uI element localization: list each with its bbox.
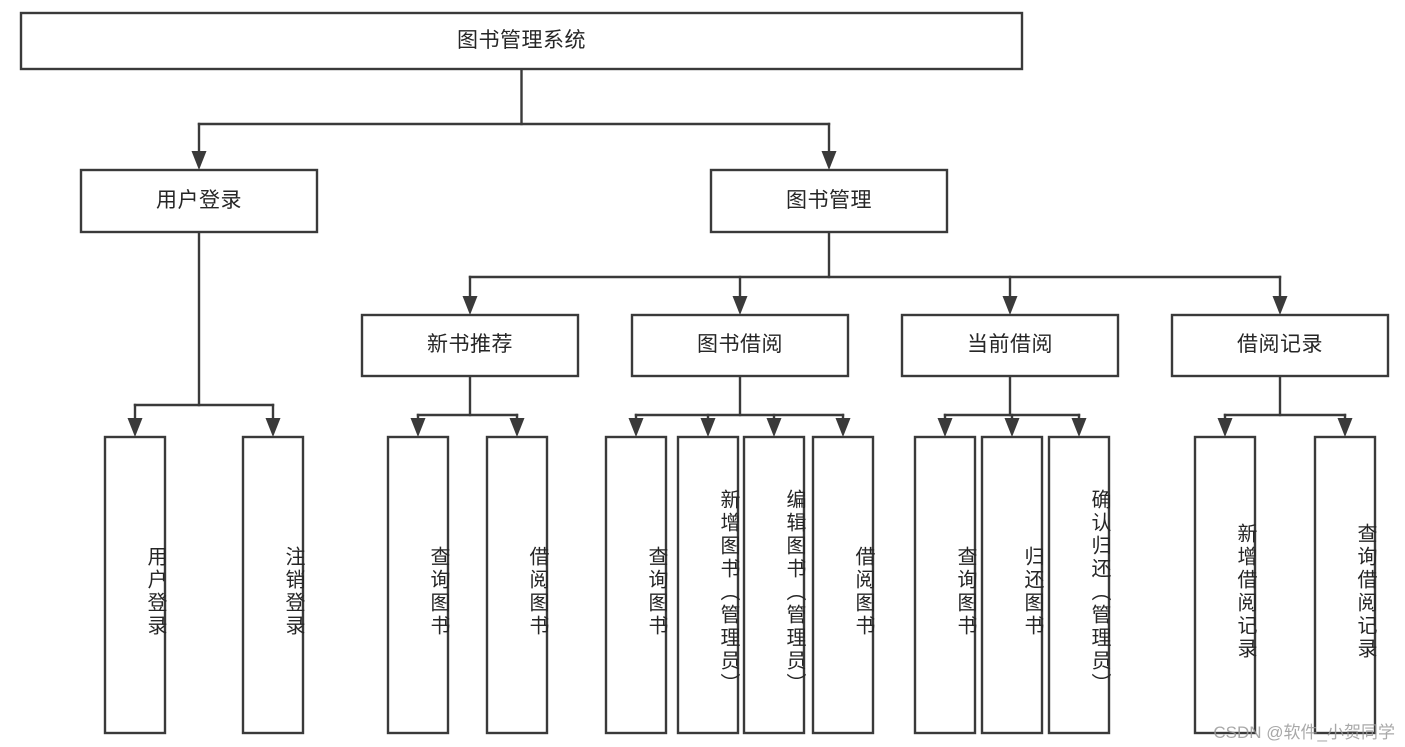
node-box-user-login[interactable] (79, 168, 319, 234)
node-leaf-logout[interactable] (243, 437, 303, 733)
node-box-leaf-query-book-rec[interactable] (386, 435, 450, 735)
node-box-leaf-add-book[interactable] (676, 435, 740, 735)
arrow-new-book-recommend-to-leaf-query-book-rec (410, 418, 426, 437)
node-leaf-borrow-book[interactable] (813, 437, 873, 733)
arrow-current-borrow-to-leaf-confirm-return (1071, 418, 1087, 437)
node-box-leaf-logout[interactable] (241, 435, 305, 735)
node-leaf-edit-book[interactable] (744, 437, 804, 733)
node-new-book-recommend[interactable] (362, 315, 578, 376)
node-leaf-query-book-borrow[interactable] (606, 437, 666, 733)
edges-layer (127, 67, 1353, 437)
arrow-new-book-recommend-to-leaf-borrow-book-rec (509, 418, 525, 437)
arrow-root-to-book-manage (821, 151, 837, 170)
node-box-leaf-query-book-borrow[interactable] (604, 435, 668, 735)
node-leaf-return-book[interactable] (982, 437, 1042, 733)
node-box-leaf-user-login[interactable] (103, 435, 167, 735)
node-leaf-add-record[interactable] (1195, 437, 1255, 733)
node-user-login[interactable] (81, 170, 317, 232)
node-box-leaf-add-record[interactable] (1193, 435, 1257, 735)
arrow-borrow-record-to-leaf-add-record (1217, 418, 1233, 437)
node-current-borrow[interactable] (902, 315, 1118, 376)
arrow-book-borrow-to-leaf-borrow-book (835, 418, 851, 437)
arrow-book-manage-to-current-borrow (1002, 296, 1018, 315)
arrow-book-borrow-to-leaf-add-book (700, 418, 716, 437)
arrow-root-to-user-login (191, 151, 207, 170)
node-box-leaf-borrow-book-rec[interactable] (485, 435, 549, 735)
arrow-user-login-to-leaf-user-login (127, 418, 143, 437)
node-box-current-borrow[interactable] (900, 313, 1120, 378)
node-box-book-borrow[interactable] (630, 313, 850, 378)
arrow-current-borrow-to-leaf-query-book-current (937, 418, 953, 437)
node-leaf-add-book[interactable] (678, 437, 738, 733)
arrow-book-manage-to-book-borrow (732, 296, 748, 315)
arrow-book-borrow-to-leaf-edit-book (766, 418, 782, 437)
node-root[interactable] (21, 13, 1022, 69)
node-leaf-query-book-current[interactable] (915, 437, 975, 733)
node-box-book-manage[interactable] (709, 168, 949, 234)
arrow-book-manage-to-new-book-recommend (462, 296, 478, 315)
node-box-leaf-query-record[interactable] (1313, 435, 1377, 735)
node-box-leaf-borrow-book[interactable] (811, 435, 875, 735)
arrow-user-login-to-leaf-logout (265, 418, 281, 437)
node-borrow-record[interactable] (1172, 315, 1388, 376)
node-leaf-query-book-rec[interactable] (388, 437, 448, 733)
node-box-leaf-edit-book[interactable] (742, 435, 806, 735)
node-leaf-borrow-book-rec[interactable] (487, 437, 547, 733)
node-box-leaf-confirm-return[interactable] (1047, 435, 1111, 735)
node-box-borrow-record[interactable] (1170, 313, 1390, 378)
arrow-borrow-record-to-leaf-query-record (1337, 418, 1353, 437)
node-book-borrow[interactable] (632, 315, 848, 376)
node-box-root[interactable] (19, 11, 1024, 71)
node-box-leaf-return-book[interactable] (980, 435, 1044, 735)
node-leaf-user-login[interactable] (105, 437, 165, 733)
node-leaf-confirm-return[interactable] (1049, 437, 1109, 733)
arrow-book-manage-to-borrow-record (1272, 296, 1288, 315)
boxes-layer (19, 11, 1390, 735)
node-box-new-book-recommend[interactable] (360, 313, 580, 378)
node-leaf-query-record[interactable] (1315, 437, 1375, 733)
arrow-current-borrow-to-leaf-return-book (1004, 418, 1020, 437)
node-book-manage[interactable] (711, 170, 947, 232)
arrow-book-borrow-to-leaf-query-book-borrow (628, 418, 644, 437)
node-box-leaf-query-book-current[interactable] (913, 435, 977, 735)
watermark-text: CSDN @软件_小贺同学 (1213, 723, 1395, 742)
